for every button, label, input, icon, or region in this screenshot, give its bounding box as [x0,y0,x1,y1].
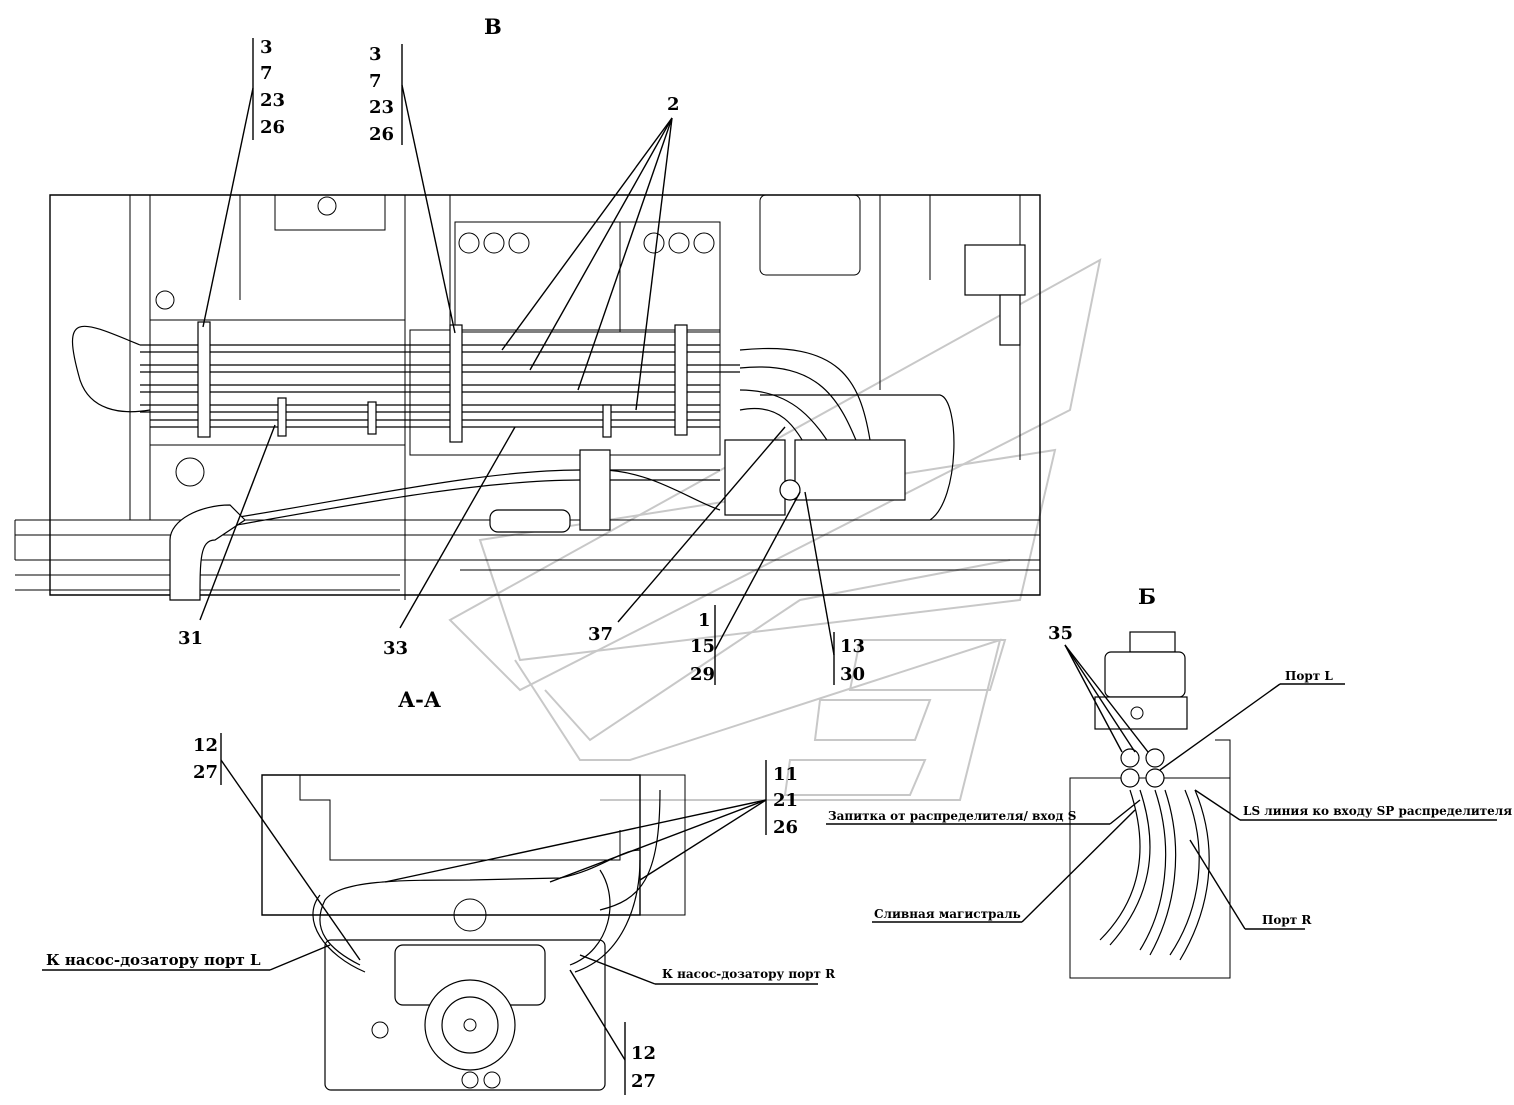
svg-text:30: 30 [840,664,865,685]
svg-text:12: 12 [631,1043,656,1064]
callout-3: 3 [260,37,273,58]
callout-7: 7 [369,71,382,92]
svg-text:11: 11 [773,764,798,785]
callout-26: 26 [260,117,285,138]
svg-text:26: 26 [773,817,798,838]
callout-stack-4: 13 30 [804,491,865,685]
callout-35: 35 [1048,623,1149,753]
svg-text:15: 15 [690,636,715,657]
view-b2-title: Б [1138,584,1156,609]
leader-b2-feed: Запитка от распределителя/ вход S [826,799,1141,825]
b2-drain-label: Сливная магистраль [874,907,1021,921]
view-aa-title: А-А [398,687,441,712]
svg-text:2: 2 [667,94,680,115]
svg-text:27: 27 [631,1071,656,1092]
leader-b2-port-l: Порт L [1159,669,1345,771]
leader-b2-ls: LS линия ко входу SP распределителя [1194,789,1512,821]
callout-31: 31 [178,424,276,649]
callout-stack-3: 1 15 29 [690,491,801,685]
b2-port-l-label: Порт L [1285,669,1333,683]
callout-3: 3 [369,44,382,65]
callout-23: 23 [369,97,394,118]
svg-text:12: 12 [193,735,218,756]
leader-port-l: К насос-дозатору порт L [42,944,331,971]
callout-33: 33 [383,426,516,659]
callout-7: 7 [260,63,273,84]
callout-stack-1: 3 7 23 26 [202,37,285,328]
leader-port-r: К насос-дозатору порт R [579,954,836,985]
callout-37: 37 [588,426,786,645]
svg-text:33: 33 [383,638,408,659]
svg-text:1: 1 [698,610,711,631]
svg-text:29: 29 [690,664,715,685]
callout-stack-aa-bottom: 12 27 [569,969,656,1095]
view-b-title: В [484,14,502,39]
leader-b2-drain: Сливная магистраль [872,809,1136,923]
view-b2-drawing [1069,631,1231,979]
svg-text:13: 13 [840,636,865,657]
callout-26: 26 [369,124,394,145]
svg-text:31: 31 [178,628,203,649]
callout-2: 2 [501,94,680,411]
port-l-label: К насос-дозатору порт L [46,951,261,969]
b2-port-r-label: Порт R [1262,913,1312,927]
svg-text:21: 21 [773,790,798,811]
callout-stack-2: 3 7 23 26 [369,44,456,334]
svg-text:27: 27 [193,762,218,783]
svg-text:37: 37 [588,624,613,645]
leader-b2-port-r: Порт R [1189,839,1312,930]
callout-23: 23 [260,90,285,111]
port-r-label: К насос-дозатору порт R [662,967,836,981]
b2-feed-label: Запитка от распределителя/ вход S [828,809,1076,823]
callout-stack-aa-mid: 11 21 26 [384,760,798,883]
svg-text:35: 35 [1048,623,1073,644]
callout-stack-aa-left: 12 27 [193,733,361,961]
view-aa-drawing [261,774,686,1091]
view-b-drawing [14,194,1041,601]
b2-ls-label: LS линия ко входу SP распределителя [1243,804,1512,818]
